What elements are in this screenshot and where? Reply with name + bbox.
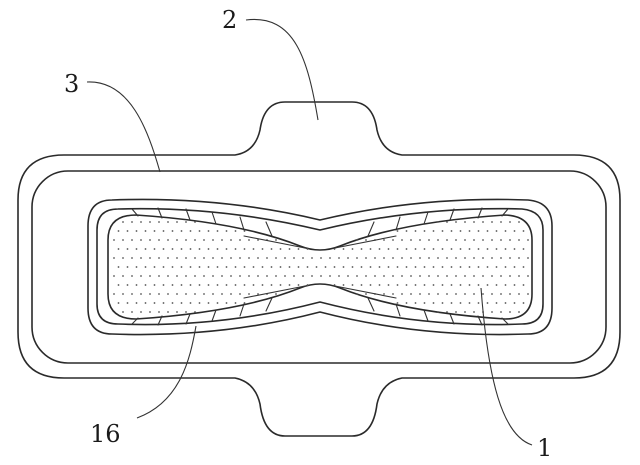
rib-line [211,309,217,322]
rib-line [423,211,429,225]
leader-line-16 [136,325,197,419]
leader-line-2 [245,18,319,121]
rib-line [211,211,217,225]
outer-contour [17,101,621,437]
ref-numeral-16: 16 [90,420,121,448]
slit-bottom-right [334,285,397,299]
rib-line [501,317,509,325]
rib-line [185,208,191,221]
rib-line [395,303,401,317]
rib-line [131,317,139,325]
rib-line [501,208,509,217]
slit-top-right [334,235,397,249]
radial-ribs [131,207,509,326]
ref-numeral-3: 3 [64,70,79,98]
rib-line [477,207,483,219]
rib-line [265,297,273,312]
rib-line [185,313,191,325]
rib-line [423,309,429,322]
rib-line [477,315,483,326]
rib-line [367,297,375,312]
rib-line [239,216,245,231]
ref-numeral-1: 1 [537,434,552,462]
rib-line [157,315,163,326]
leader-line-1 [480,287,533,446]
inner-outline-layer [31,170,607,364]
rib-line [367,221,375,237]
leader-line-3 [86,81,161,173]
slit-top-left [243,235,306,249]
rib-line [131,208,139,217]
rib-line [157,207,163,219]
rib-line [449,313,455,325]
rib-line [239,303,245,317]
channel-outer-boundary [87,198,553,336]
ref-numeral-2: 2 [222,6,237,34]
absorbent-core-dotted [107,214,533,320]
rib-line [265,221,273,237]
channel-inner-boundary [96,207,544,326]
rib-line [449,208,455,221]
core-dot-pattern [113,221,529,313]
rib-line [395,216,401,231]
slit-bottom-left [243,285,306,299]
